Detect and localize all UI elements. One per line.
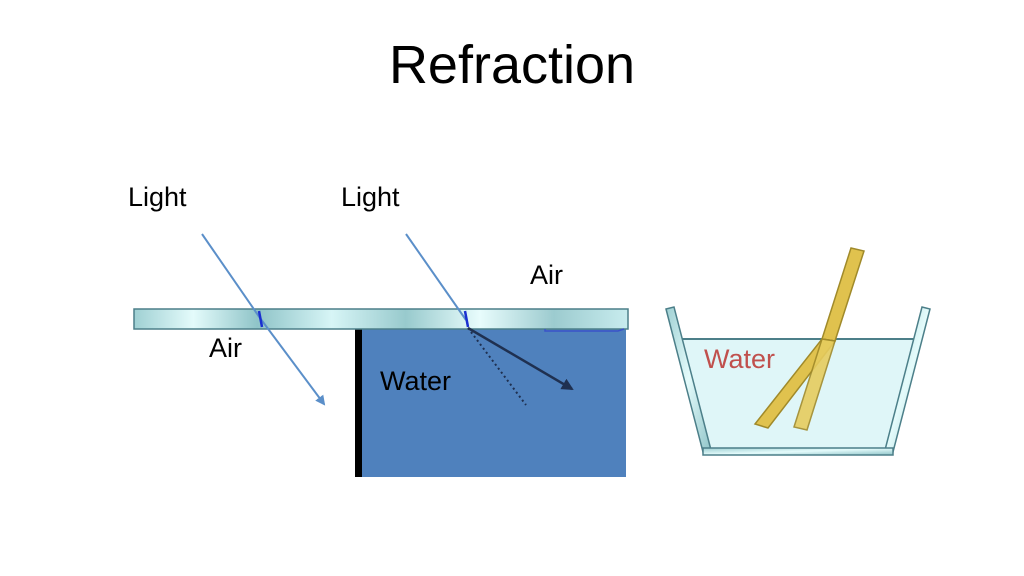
light-ray-continuation-dotted: [467, 327, 527, 406]
surface-mark-left: [257, 310, 264, 328]
label-air-bottom: Air: [209, 333, 242, 363]
glass-plate-underside-edge: [544, 328, 625, 332]
slide-title: Refraction: [388, 35, 636, 95]
label-light-right: Light: [341, 182, 400, 212]
label-light-left: Light: [128, 182, 187, 212]
label-water-tank: Water: [380, 366, 452, 396]
label-water-bowl: Water: [704, 344, 776, 374]
glass-plate: [133, 308, 629, 330]
light-ray-left-outgoing: [259, 317, 326, 406]
surface-mark-right: [463, 310, 470, 328]
light-ray-right-incoming: [405, 233, 467, 321]
light-ray-left-incoming: [201, 233, 261, 319]
bowl-water: [680, 339, 916, 450]
stick-lower-actual: [793, 338, 836, 431]
refracted-ray: [467, 326, 574, 391]
stick-upper: [821, 247, 865, 342]
label-air-top: Air: [530, 260, 563, 290]
tank-divider-wall: [355, 329, 362, 477]
bowl-base: [702, 447, 894, 456]
water-tank: [360, 329, 626, 477]
